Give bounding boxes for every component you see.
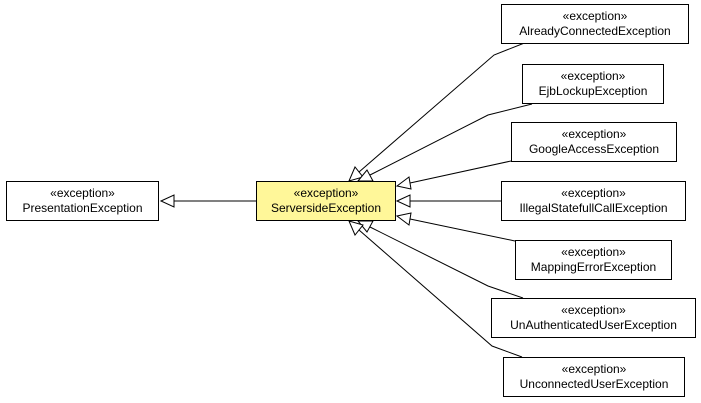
class-name: EjbLockupException — [538, 84, 648, 98]
arrowhead-from-illegal-statefull-call — [395, 194, 411, 208]
edge-mapping-error-to-serverside — [409, 218, 516, 242]
stereotype-label: «exception» — [561, 245, 626, 259]
class-name: PresentationException — [22, 201, 143, 215]
stereotype-label: «exception» — [561, 127, 627, 141]
edge-already-connected-to-serverside — [358, 41, 528, 173]
stereotype-label: «exception» — [50, 186, 115, 200]
stereotype-label: «exception» — [561, 362, 627, 376]
class-name: IllegalStatefullCallException — [519, 201, 668, 215]
class-unconnected-user-exception[interactable]: «exception» UnconnectedUserException — [503, 357, 685, 397]
edge-unauthenticated-user-to-serverside — [369, 226, 524, 299]
edge-google-access-to-serverside — [409, 160, 512, 184]
arrowhead-from-unauthenticated-user — [356, 220, 374, 233]
class-name: MappingErrorException — [530, 260, 657, 274]
stereotype-label: «exception» — [562, 9, 628, 23]
edge-unconnected-user-to-serverside — [358, 229, 523, 358]
class-name: GoogleAccessException — [528, 142, 660, 156]
stereotype-label: «exception» — [561, 186, 626, 200]
class-illegal-statefull-call-exception[interactable]: «exception» IllegalStatefullCallExceptio… — [501, 181, 686, 221]
class-ejb-lockup-exception[interactable]: «exception» EjbLockupException — [522, 64, 664, 104]
stereotype-label: «exception» — [561, 303, 626, 317]
edge-ejb-lockup-to-serverside — [369, 103, 533, 176]
stereotype-label: «exception» — [293, 186, 359, 200]
class-name: ServersideException — [270, 201, 382, 215]
stereotype-label: «exception» — [560, 69, 626, 83]
class-presentation-exception[interactable]: «exception» PresentationException — [6, 181, 159, 221]
class-already-connected-exception[interactable]: «exception» AlreadyConnectedException — [501, 4, 689, 44]
arrowhead-from-already-connected — [348, 166, 364, 182]
class-mapping-error-exception[interactable]: «exception» MappingErrorException — [515, 240, 672, 280]
class-google-access-exception[interactable]: «exception» GoogleAccessException — [511, 122, 677, 162]
class-name: UnAuthenticatedUserException — [510, 318, 677, 332]
arrowhead-from-google-access — [395, 176, 412, 190]
class-serverside-exception[interactable]: «exception» ServersideException — [256, 181, 396, 221]
class-name: AlreadyConnectedException — [519, 24, 671, 38]
class-name: UnconnectedUserException — [519, 377, 669, 391]
class-unauthenticated-user-exception[interactable]: «exception» UnAuthenticatedUserException — [491, 298, 696, 338]
arrowhead-from-mapping-error — [395, 212, 412, 226]
arrowhead-presentation — [159, 194, 175, 208]
arrowhead-from-unconnected-user — [348, 220, 364, 236]
